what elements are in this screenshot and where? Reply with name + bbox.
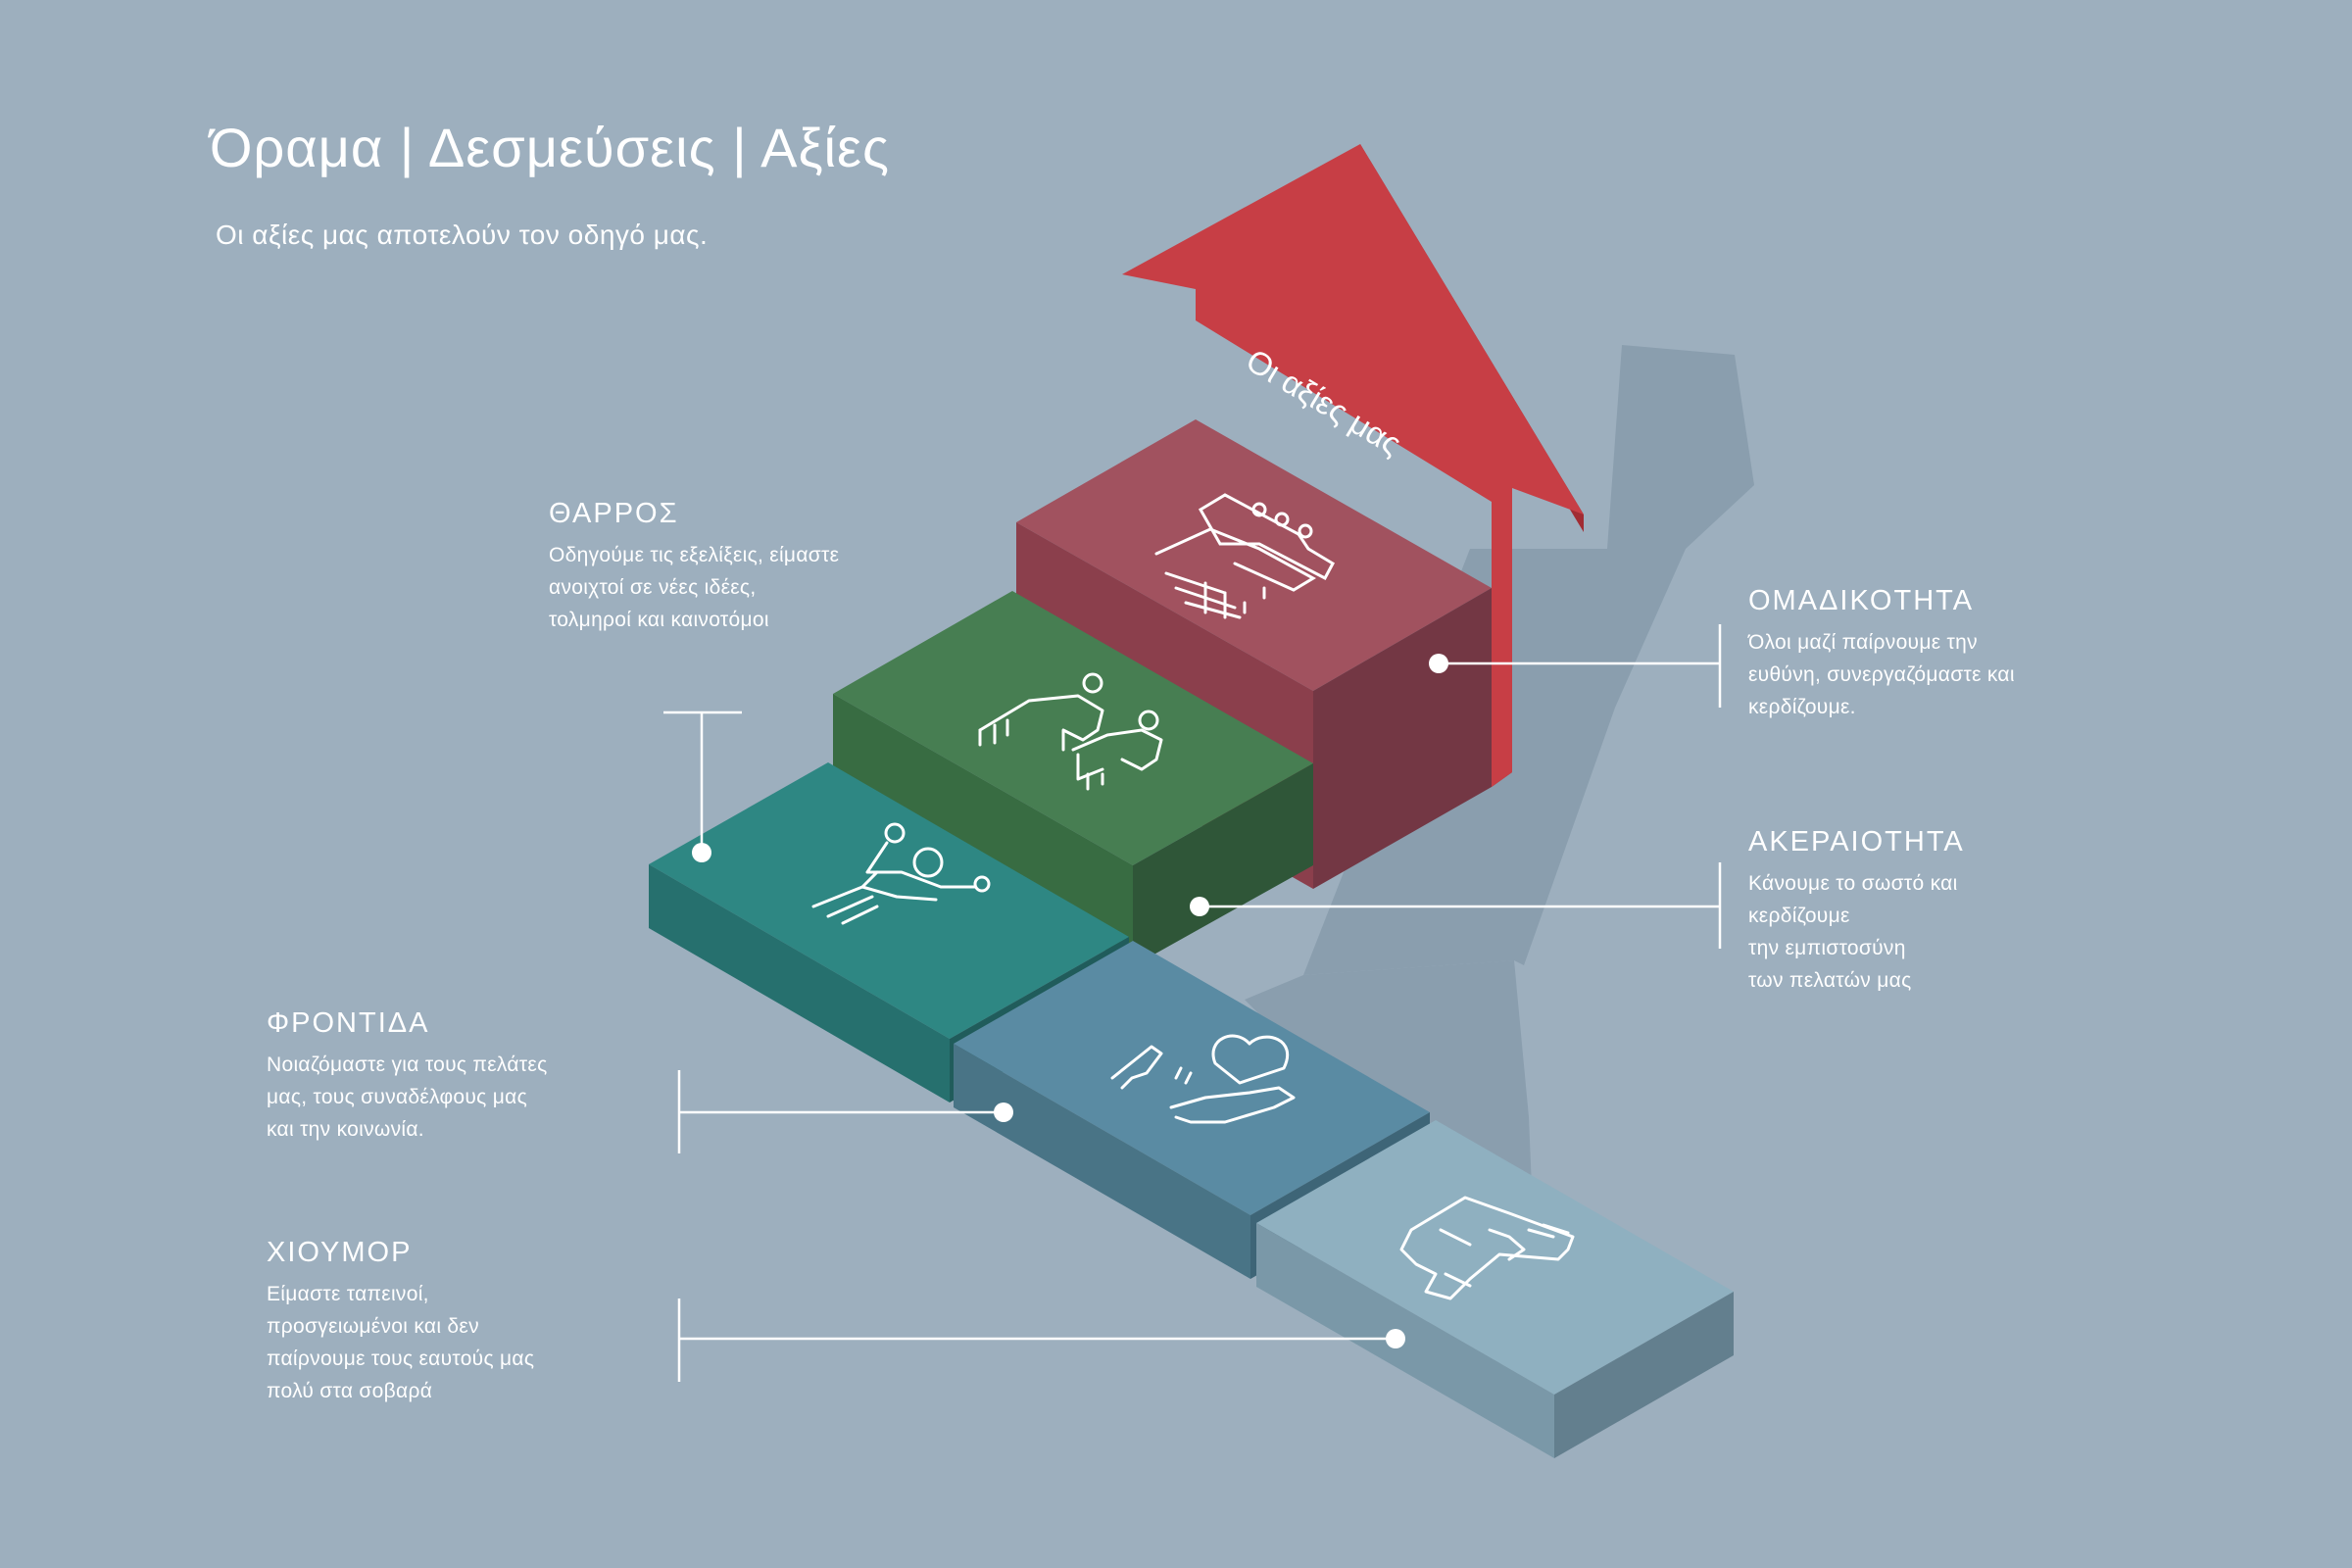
connector-humor: [677, 1298, 1405, 1382]
page-title: Όραμα | Δεσμεύσεις | Αξίες: [210, 117, 890, 178]
connector-courage: [663, 710, 742, 862]
value-courage-title: ΘΑΡΡΟΣ: [549, 498, 679, 529]
two-people-icon: [978, 672, 1163, 791]
value-integrity-description: Κάνουμε το σωστό και κερδίζουμε την εμπι…: [1748, 872, 1958, 992]
hands-heart-icon: [1110, 1034, 1296, 1124]
connector-teamwork: [1429, 624, 1722, 708]
value-teamwork-description: Όλοι μαζί παίρνουμε την ευθύνη, συνεργαζ…: [1748, 631, 2015, 718]
value-courage-description: Οδηγούμε τις εξελίξεις, είμαστε ανοιχτοί…: [549, 544, 840, 631]
connector-integrity: [1190, 862, 1722, 949]
connector-care: [677, 1070, 1013, 1153]
smiling-face-icon: [1399, 1196, 1575, 1300]
value-teamwork-title: ΟΜΑΔΙΚΟΤΗΤΑ: [1748, 585, 1975, 616]
value-care-description: Νοιαζόμαστε για τους πελάτες μας, τους σ…: [267, 1054, 548, 1141]
cheering-person-icon: [811, 822, 991, 925]
step-humor: [1256, 1120, 1734, 1458]
page-subtitle: Οι αξίες μας αποτελούν τον οδηγό μας.: [216, 220, 709, 250]
value-integrity-title: ΑΚΕΡΑΙΟΤΗΤΑ: [1748, 826, 1965, 858]
value-care-title: ΦΡΟΝΤΙΔΑ: [267, 1007, 430, 1039]
value-humor-description: Είμαστε ταπεινοί, προσγειωμένοι και δεν …: [267, 1283, 535, 1402]
value-humor-title: ΧΙΟΥΜΟΡ: [267, 1237, 413, 1268]
team-group-icon: [1154, 493, 1335, 619]
